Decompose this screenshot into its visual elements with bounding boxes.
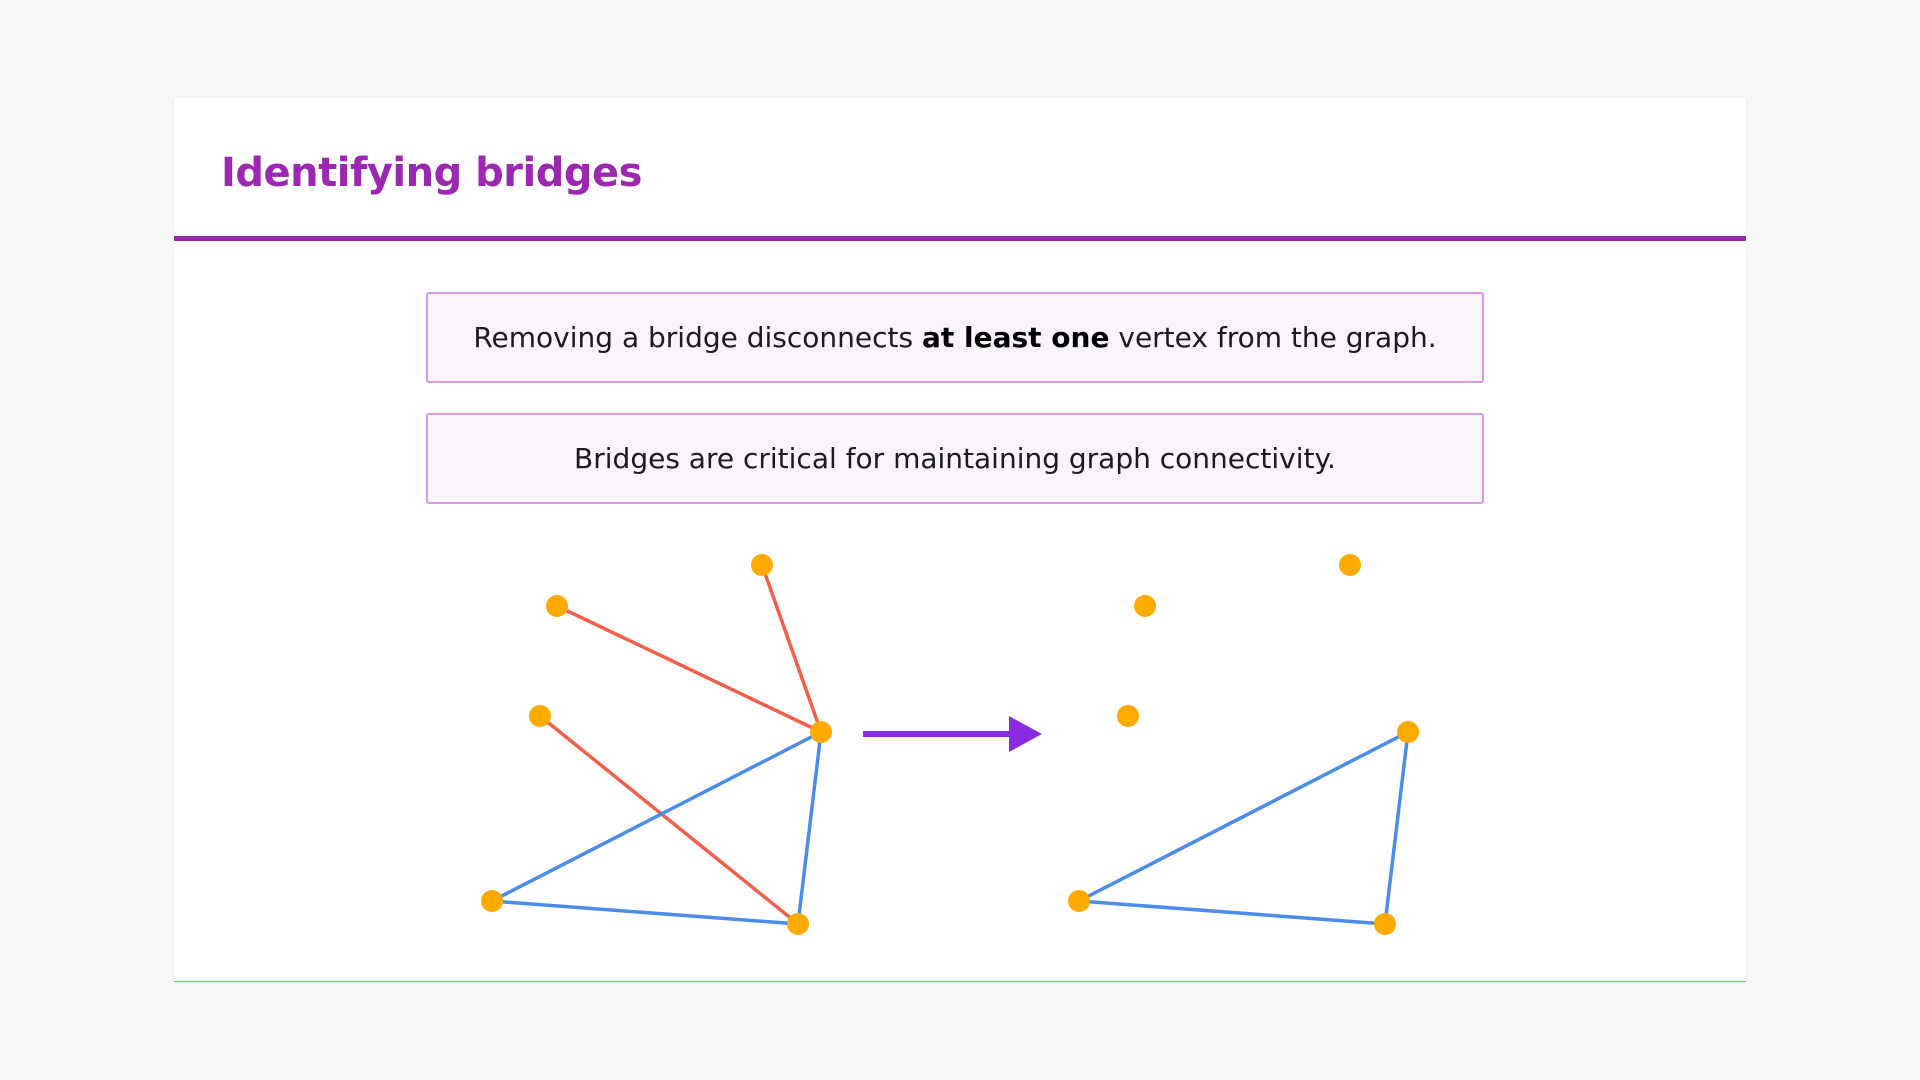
vertex [1397,721,1419,743]
vertex [1068,890,1090,912]
vertex [787,913,809,935]
vertex [1134,595,1156,617]
callout-bridge-definition: Removing a bridge disconnects at least o… [426,292,1484,383]
slide: Identifying bridges Removing a bridge di… [174,98,1746,982]
callout-bridge-importance: Bridges are critical for maintaining gra… [426,413,1484,504]
vertex [1374,913,1396,935]
callout-1-text: Removing a bridge disconnects at least o… [473,321,1436,354]
cycle-edge [1077,899,1387,926]
callout-2-text: Bridges are critical for maintaining gra… [574,442,1336,475]
callout-1-emphasis: at least one [922,321,1110,354]
bridge-edge [760,563,823,734]
callout-1-text-end: vertex from the graph. [1109,321,1437,354]
cycle-edge [490,730,823,903]
cycle-edge [1077,730,1410,903]
cycle-edge [490,899,800,926]
transition-arrow-icon [863,716,1042,752]
arrow-head [1009,716,1042,752]
cycle-edge [796,730,823,926]
vertex [751,554,773,576]
bridge-edge [555,604,823,734]
slide-title: Identifying bridges [221,150,642,196]
callout-1-text-start: Removing a bridge disconnects [473,321,922,354]
bridge-edge [538,714,800,926]
vertex [810,721,832,743]
vertex [1117,705,1139,727]
title-divider [174,236,1746,241]
before-graph [481,554,832,935]
vertex [481,890,503,912]
bridge-removal-diagram [481,554,1419,935]
cycle-edge [1383,730,1410,926]
vertex [546,595,568,617]
vertex [1339,554,1361,576]
vertex [529,705,551,727]
after-graph [1068,554,1419,935]
